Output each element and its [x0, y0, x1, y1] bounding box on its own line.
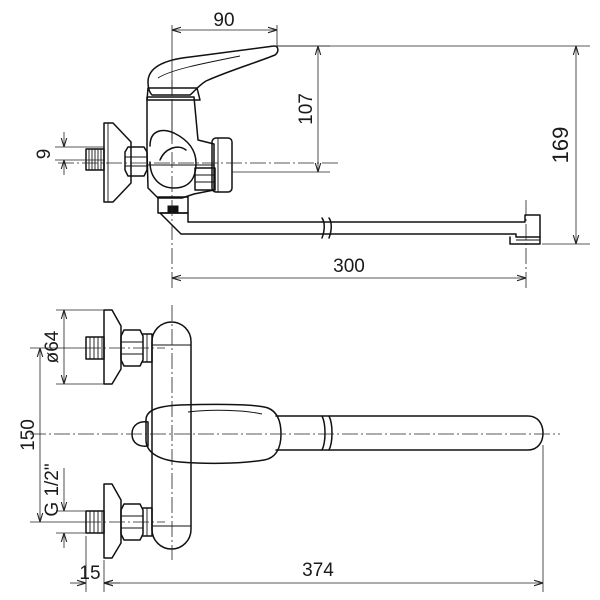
dimension-lever-height: 107 [296, 93, 317, 125]
dimension-overall-length: 374 [302, 560, 334, 581]
upper-inlet-plan [85, 309, 153, 385]
mixer-body-side [146, 87, 233, 199]
dimension-flange-diameter: ø64 [42, 330, 63, 363]
spout-plan [275, 415, 544, 451]
wall-flange-side [103, 122, 132, 203]
swivel-collar-side [157, 196, 189, 214]
lower-inlet-plan [85, 483, 153, 559]
mixer-body-plan [151, 321, 192, 550]
dimension-inlet-offset: 9 [34, 149, 55, 160]
threaded-inlet-side [85, 148, 105, 171]
dimension-overall-height: 169 [548, 127, 573, 164]
plan-view-dimensions: ø64 150 G 1/2" 15 374 [18, 309, 544, 592]
dimension-nipple-length: 15 [79, 563, 100, 584]
lever-handle-side [147, 45, 279, 96]
side-elevation-view [85, 45, 541, 245]
spout-side [159, 212, 541, 245]
dimension-thread-size: G 1/2" [42, 463, 63, 516]
dimension-inlet-spacing: 150 [18, 419, 39, 451]
dimension-spout-reach: 300 [333, 256, 365, 277]
dimension-handle-width: 90 [213, 10, 234, 31]
plan-view [30, 305, 560, 560]
hex-nut-side [124, 146, 148, 177]
side-view-dimensions: 90 107 169 9 300 [34, 10, 590, 288]
